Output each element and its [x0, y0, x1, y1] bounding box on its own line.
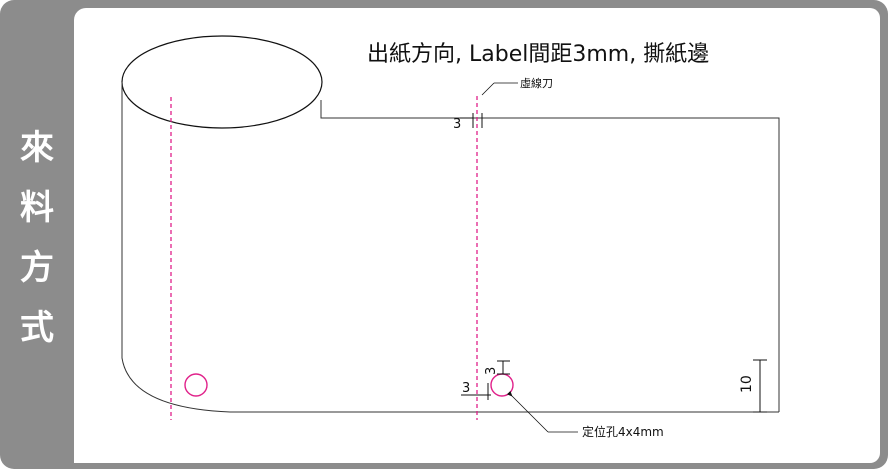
hole-leader	[506, 390, 549, 433]
side-title-char-3: 方	[20, 248, 54, 288]
gap-top-label: 3	[453, 117, 461, 132]
roll-top-ellipse	[121, 35, 323, 129]
hole-label: 定位孔4x4mm	[582, 424, 664, 439]
diagram-title: 出紙方向, Label間距3mm, 撕紙邊	[367, 42, 709, 67]
locating-hole-left	[184, 373, 208, 397]
side-title: 來 料 方 式	[6, 118, 68, 358]
cut-line-leader	[481, 82, 495, 96]
roll-outline	[121, 82, 779, 413]
paper-strip-outline	[320, 100, 780, 412]
locating-hole-main	[490, 373, 514, 397]
side-title-char-4: 式	[20, 308, 54, 348]
content-panel	[74, 8, 880, 463]
edge-margin-label: 10	[739, 375, 755, 393]
hole-vertical-label: 3	[484, 367, 499, 375]
cut-line-label: 虛線刀	[520, 76, 553, 90]
side-title-char-2: 料	[20, 188, 54, 228]
side-title-char-1: 來	[20, 128, 54, 168]
hole-horizontal-label: 3	[462, 381, 470, 396]
